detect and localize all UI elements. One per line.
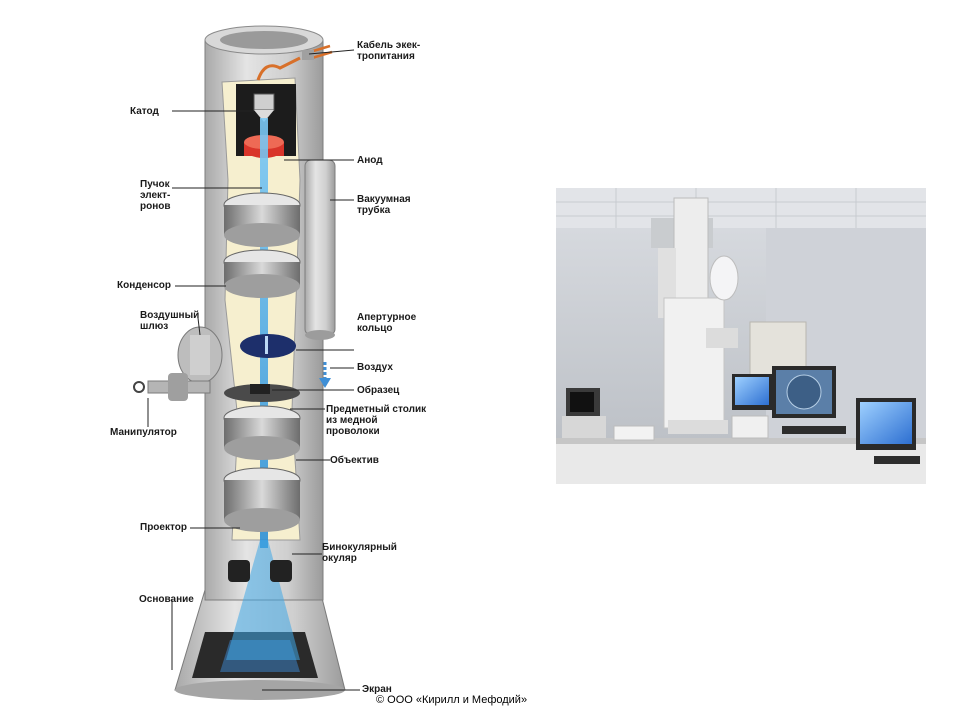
label-sample: Образец: [357, 385, 400, 396]
label-cathode: Катод: [130, 106, 159, 117]
label-objective: Объектив: [330, 455, 379, 466]
power-cable-icon: [256, 44, 333, 81]
electron-beam: [226, 118, 300, 660]
condenser-lens-2: [223, 249, 301, 298]
label-beam: Пучок элект- ронов: [140, 179, 171, 212]
oscilloscope: [562, 388, 606, 438]
monitor-center: [772, 366, 836, 418]
counter-edge: [556, 438, 926, 444]
monitor-left: [732, 374, 772, 410]
control-panel: [613, 415, 769, 441]
ceiling: [556, 188, 926, 228]
condenser-lens-1: [223, 192, 301, 247]
copyright-text: © ООО «Кирилл и Мефодий»: [376, 694, 528, 706]
label-anode: Анод: [357, 155, 383, 166]
leader-lines: [147, 49, 360, 691]
label-air: Воздух: [357, 362, 393, 373]
label-aperture: Апертурное кольцо: [357, 312, 417, 334]
aperture-ring: [240, 334, 296, 358]
manipulator: [133, 373, 211, 401]
ceiling-grid: [556, 188, 926, 228]
microscope-lab-photo: [556, 188, 926, 484]
vacuum-tube: [304, 159, 336, 340]
monitor-right: [856, 398, 920, 464]
cathode: [253, 93, 275, 122]
label-condenser: Конденсор: [117, 280, 171, 291]
airlock: [177, 326, 223, 384]
label-base: Основание: [139, 594, 194, 605]
binocular-eyepiece: [228, 560, 292, 582]
projector-lens: [223, 467, 301, 532]
keyboard: [782, 426, 846, 434]
label-airlock: Воздушный шлюз: [140, 310, 200, 332]
microscope-photo-column: [651, 197, 739, 434]
label-eyepiece: Бинокулярный окуляр: [322, 542, 397, 564]
lab-photo-illustration: [556, 188, 926, 484]
sample-stage: [224, 384, 300, 402]
label-stage: Предметный столик из медной проволоки: [326, 404, 427, 437]
air-arrow-icon: [319, 362, 331, 388]
label-vacuum-tube: Вакуумная трубка: [357, 194, 411, 216]
label-cable: Кабель экек- тропитания: [357, 40, 421, 62]
label-projector: Проектор: [140, 522, 187, 533]
microscope-diagram: [133, 25, 360, 700]
objective-lens: [223, 405, 301, 460]
label-screen: Экран: [362, 684, 392, 695]
label-manipulator: Манипулятор: [110, 427, 177, 438]
